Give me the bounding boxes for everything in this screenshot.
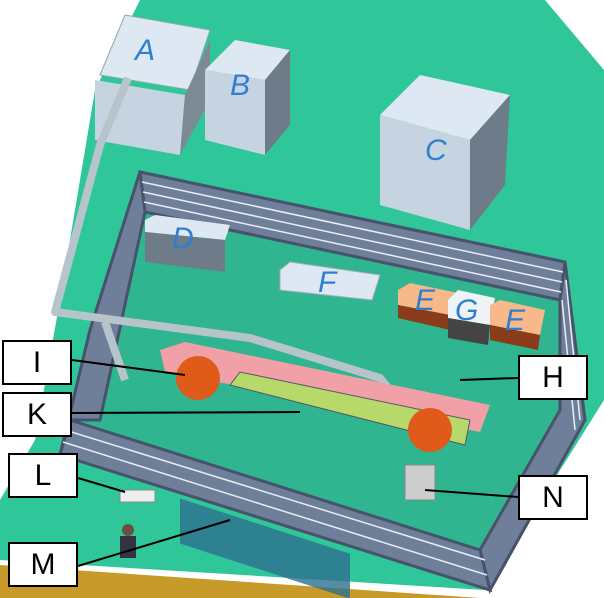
cart: [119, 489, 156, 503]
pipe-drop: [101, 320, 129, 382]
building-b: B: [205, 40, 290, 155]
label-e-left: E: [415, 284, 436, 317]
label-e-right: E: [505, 304, 526, 337]
window-panel: [180, 498, 350, 598]
callout-h: H: [518, 355, 588, 400]
floor-edge: [0, 565, 480, 598]
worker-figure: [120, 524, 136, 558]
label-f: F: [318, 266, 338, 299]
unit-e-left: E: [398, 283, 458, 330]
callout-l: L: [8, 453, 78, 498]
unit-g: G: [448, 290, 495, 345]
label-d: D: [172, 222, 194, 255]
callout-n: N: [518, 475, 588, 520]
unit-e-right: E: [490, 300, 545, 350]
building-c: C: [380, 75, 510, 230]
building-f: F: [279, 261, 381, 301]
callout-m: M: [8, 542, 78, 587]
duct-pipe: [51, 76, 394, 393]
building-d: D: [145, 215, 230, 272]
label-g: G: [455, 294, 478, 327]
leader-lines: [71, 359, 519, 567]
label-c: C: [425, 134, 447, 167]
callout-k: K: [2, 392, 72, 437]
callout-i: I: [2, 340, 72, 385]
production-line: [160, 342, 490, 501]
label-b: B: [230, 69, 250, 102]
label-a: A: [133, 34, 155, 67]
